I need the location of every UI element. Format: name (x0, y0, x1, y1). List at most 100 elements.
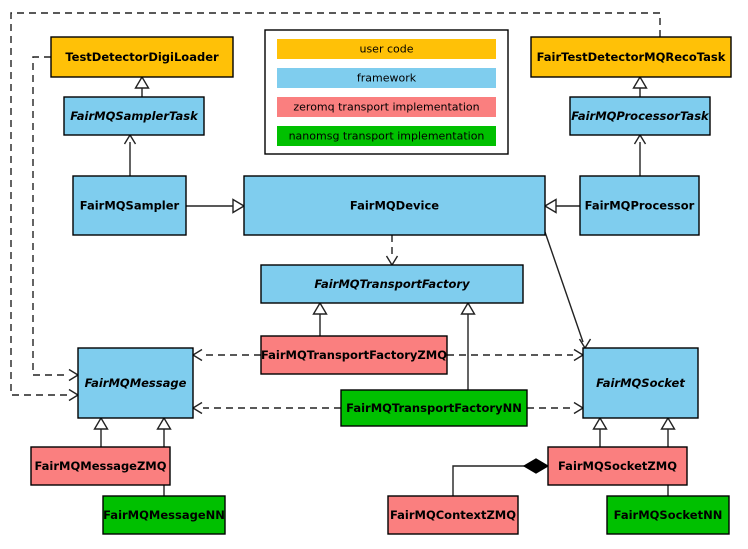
generalization-arrowhead (312, 301, 328, 315)
edge-e13 (191, 401, 341, 415)
class-node-fair-mqmessage-nn[interactable]: FairMQMessageNN (102, 495, 226, 535)
legend-swatch (277, 97, 496, 117)
open-arrowhead (191, 401, 203, 415)
class-node-label: FairMQSocketZMQ (558, 459, 677, 473)
class-node-label: FairMQProcessor (585, 199, 695, 213)
generalization-arrowhead (93, 416, 109, 430)
class-node-box (606, 495, 730, 535)
open-arrowhead (191, 348, 203, 362)
legend-swatch (277, 39, 496, 59)
class-node-box (72, 175, 187, 236)
class-node-box (547, 446, 688, 486)
legend-label: user code (359, 43, 413, 56)
class-node-label: FairMQSamplerTask (70, 109, 199, 123)
class-node-fair-mqprocessor-task[interactable]: FairMQProcessorTask (569, 96, 711, 136)
edge-e2 (632, 75, 648, 97)
edge-e6 (543, 198, 580, 214)
class-node-label: FairMQTransportFactoryZMQ (261, 348, 447, 362)
edge-e14 (527, 401, 585, 415)
legend-item-framework: framework (277, 68, 496, 88)
class-node-fair-mqsampler-task[interactable]: FairMQSamplerTask (63, 96, 205, 136)
class-node-label: FairMQDevice (350, 199, 439, 213)
class-node-label: FairMQTransportFactoryNN (346, 401, 522, 415)
generalization-arrowhead (632, 75, 648, 89)
class-node-box (50, 36, 234, 78)
class-node-fair-mqcontext-zmq[interactable]: FairMQContextZMQ (387, 495, 519, 535)
edge-e7 (385, 235, 399, 267)
class-node-fair-mqsocket-nn[interactable]: FairMQSocketNN (606, 495, 730, 535)
class-node-box (102, 495, 226, 535)
legend-swatch (277, 68, 496, 88)
class-node-label: FairMQContextZMQ (390, 508, 516, 522)
class-node-fair-mqsocket-zmq[interactable]: FairMQSocketZMQ (547, 446, 688, 486)
open-arrowhead (573, 348, 585, 362)
class-node-fair-mqtransport-factory-nn[interactable]: FairMQTransportFactoryNN (340, 389, 528, 427)
class-node-fair-mqsampler[interactable]: FairMQSampler (72, 175, 187, 236)
class-node-fair-mqdevice[interactable]: FairMQDevice (243, 175, 546, 236)
composition-diamond (522, 458, 550, 474)
class-node-label: FairMQMessageNN (103, 508, 225, 522)
class-node-box (579, 175, 700, 236)
class-node-label: FairMQSocketNN (614, 508, 723, 522)
edge-line (452, 465, 536, 496)
class-node-label: FairMQTransportFactory (314, 277, 470, 291)
legend-swatch (277, 126, 496, 146)
class-node-label: TestDetectorDigiLoader (65, 50, 219, 64)
class-node-box (582, 347, 699, 419)
edge-e15 (93, 416, 109, 447)
class-node-label: FairMQMessage (85, 376, 187, 390)
generalization-arrowhead (156, 416, 172, 430)
edge-e10 (460, 301, 476, 390)
class-node-test-detector-digi-loader[interactable]: TestDetectorDigiLoader (50, 36, 234, 78)
edge-e1 (134, 75, 150, 97)
legend-label: framework (357, 72, 417, 85)
open-arrowhead (385, 255, 399, 267)
class-node-fair-mqmessage[interactable]: FairMQMessage (77, 347, 194, 419)
generalization-arrowhead (543, 198, 557, 214)
class-node-box (30, 446, 171, 486)
generalization-arrowhead (460, 301, 476, 315)
class-node-box (569, 96, 711, 136)
generalization-arrowhead (134, 75, 150, 89)
edge-e17 (592, 416, 608, 447)
edge-layer (10, 12, 676, 496)
legend-label: nanomsg transport implementation (289, 130, 485, 143)
class-node-fair-mqsocket[interactable]: FairMQSocket (582, 347, 699, 419)
open-arrowhead (578, 338, 592, 350)
legend-item-zeromq: zeromq transport implementation (277, 97, 496, 117)
edge-line (10, 12, 661, 396)
class-node-label: FairMQMessageZMQ (34, 459, 166, 473)
edge-e4 (633, 133, 647, 176)
edge-e3 (123, 133, 137, 176)
class-node-label: FairTestDetectorMQRecoTask (537, 50, 726, 64)
class-node-fair-mqtransport-factory[interactable]: FairMQTransportFactory (260, 264, 524, 304)
class-node-fair-mqtransport-factory-zmq[interactable]: FairMQTransportFactoryZMQ (260, 335, 448, 375)
class-node-label: FairMQProcessorTask (571, 109, 710, 123)
edge-e11 (191, 348, 261, 362)
class-node-fair-test-detector-mqreco-task[interactable]: FairTestDetectorMQRecoTask (530, 36, 732, 78)
class-node-fair-mqmessage-zmq[interactable]: FairMQMessageZMQ (30, 446, 171, 486)
class-node-box (260, 335, 448, 375)
class-node-box (77, 347, 194, 419)
edge-line (544, 231, 584, 343)
class-node-box (243, 175, 546, 236)
class-node-box (387, 495, 519, 535)
open-arrowhead (68, 388, 80, 402)
class-node-fair-mqprocessor[interactable]: FairMQProcessor (579, 175, 700, 236)
class-node-label: FairMQSampler (80, 199, 180, 213)
edge-e9 (312, 301, 328, 336)
generalization-arrowhead (660, 416, 676, 430)
edge-line (32, 56, 68, 376)
legend-label: zeromq transport implementation (293, 101, 479, 114)
class-node-box (260, 264, 524, 304)
generalization-arrowhead (232, 198, 246, 214)
legend-item-nanomsg: nanomsg transport implementation (277, 126, 496, 146)
edge-e8 (544, 231, 592, 350)
generalization-arrowhead (592, 416, 608, 430)
edge-e19 (452, 458, 550, 496)
class-node-box (340, 389, 528, 427)
node-layer: TestDetectorDigiLoader FairTestDetectorMQ… (30, 36, 732, 535)
class-node-box (530, 36, 732, 78)
